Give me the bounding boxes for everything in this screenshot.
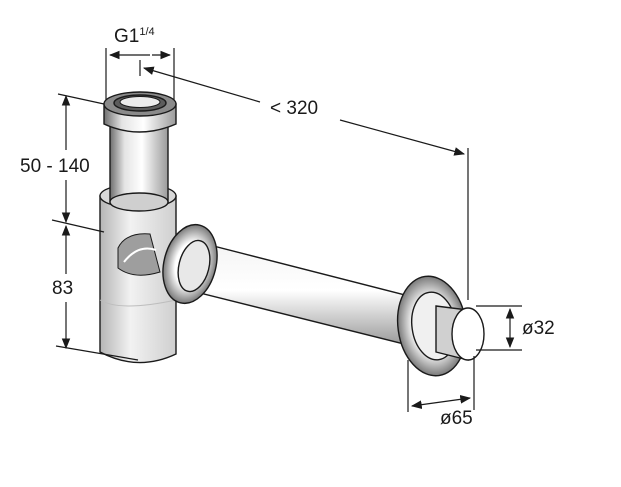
upper-height-label: 50 - 140	[20, 156, 90, 177]
thread-label: G11/4	[114, 26, 155, 47]
pipe-diameter-label: ø32	[522, 318, 555, 339]
wall-rosette	[396, 275, 485, 377]
rosette-diameter-label: ø65	[440, 408, 473, 429]
dimension-labels: G11/4 < 320 50 - 140 83 ø32 ø65	[20, 26, 555, 429]
dimension-lines	[51, 48, 522, 412]
thread-nut	[103, 91, 177, 133]
drain-pipe	[162, 223, 449, 353]
lower-height-label: 83	[52, 278, 73, 299]
length-label: < 320	[270, 98, 318, 119]
